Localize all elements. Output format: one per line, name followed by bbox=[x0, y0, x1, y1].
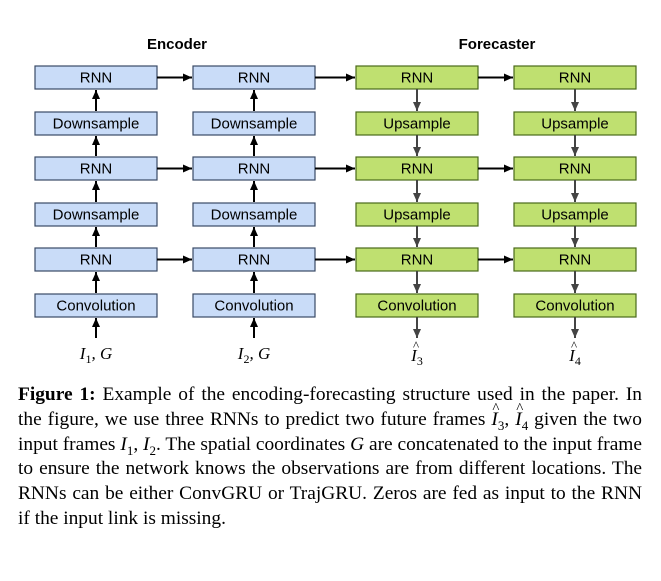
figure-caption: Figure 1: Example of the encoding-foreca… bbox=[18, 383, 642, 532]
box-label: RNN bbox=[80, 70, 113, 87]
sub-3: 3 bbox=[497, 417, 505, 433]
box-label: Convolution bbox=[214, 298, 293, 315]
fc-col1-rnn-box: RNN bbox=[355, 65, 479, 90]
var-g: G bbox=[350, 433, 365, 455]
forecaster-title: Forecaster bbox=[459, 36, 536, 53]
box-label: RNN bbox=[559, 70, 592, 87]
var-i-hat-4: I bbox=[515, 397, 524, 433]
fc-col2-rnn-box: RNN bbox=[513, 156, 637, 181]
enc-col2-rnn-box: RNN bbox=[192, 65, 316, 90]
enc-col1-downsample-box: Downsample bbox=[34, 202, 158, 227]
encoder-title: Encoder bbox=[147, 36, 207, 53]
diagram-boxes: RNNDownsampleRNNDownsampleRNNConvolution… bbox=[34, 65, 637, 318]
box-label: RNN bbox=[559, 161, 592, 178]
fc-col1-convolution-box: Convolution bbox=[355, 293, 479, 318]
enc-col1-convolution-box: Convolution bbox=[34, 293, 158, 318]
enc-col2-convolution-box: Convolution bbox=[192, 293, 316, 318]
box-label: Upsample bbox=[541, 116, 609, 133]
fc-col1-upsample-box: Upsample bbox=[355, 111, 479, 136]
enc-col2-rnn-box: RNN bbox=[192, 247, 316, 272]
diagram-arrows bbox=[92, 73, 579, 338]
caption-comma-1: , bbox=[504, 408, 516, 430]
sub-1: 1 bbox=[126, 442, 134, 458]
box-label: RNN bbox=[401, 70, 434, 87]
box-label: Downsample bbox=[211, 207, 298, 224]
hat-accent: ^ bbox=[571, 338, 577, 353]
caption-text-3: . The spatial coordinates bbox=[156, 433, 351, 455]
caption-text-1: Example of the encoding-forecasting stru… bbox=[18, 384, 642, 430]
box-label: Downsample bbox=[211, 116, 298, 133]
sub-2: 2 bbox=[149, 442, 157, 458]
box-label: Downsample bbox=[53, 116, 140, 133]
box-label: Upsample bbox=[541, 207, 609, 224]
box-label: RNN bbox=[401, 161, 434, 178]
caption-text-2: given the two input frames bbox=[18, 408, 642, 455]
var-i-hat-3: I bbox=[491, 397, 500, 433]
fc-col1-rnn-box: RNN bbox=[355, 247, 479, 272]
box-label: RNN bbox=[401, 252, 434, 269]
forecaster-output-label: I3 bbox=[410, 346, 423, 368]
box-label: Convolution bbox=[56, 298, 135, 315]
encoder-input-label: I2, G bbox=[237, 344, 270, 366]
box-label: RNN bbox=[238, 161, 271, 178]
sub-4: 4 bbox=[521, 417, 529, 433]
hat-accent: ^ bbox=[413, 338, 419, 353]
enc-col1-downsample-box: Downsample bbox=[34, 111, 158, 136]
fc-col2-upsample-box: Upsample bbox=[513, 111, 637, 136]
forecaster-output-label: I4 bbox=[568, 346, 581, 368]
caption-text-4: are concatenated to the input frame to e… bbox=[18, 433, 642, 529]
box-label: RNN bbox=[80, 161, 113, 178]
box-label: Convolution bbox=[377, 298, 456, 315]
box-label: RNN bbox=[559, 252, 592, 269]
fc-col1-rnn-box: RNN bbox=[355, 156, 479, 181]
fc-col2-convolution-box: Convolution bbox=[513, 293, 637, 318]
fc-col2-rnn-box: RNN bbox=[513, 247, 637, 272]
figure-label: Figure 1: bbox=[18, 384, 96, 405]
fc-col1-upsample-box: Upsample bbox=[355, 202, 479, 227]
box-label: Upsample bbox=[383, 116, 451, 133]
encoder-input-label: I1, G bbox=[79, 344, 112, 366]
enc-col1-rnn-box: RNN bbox=[34, 65, 158, 90]
fc-col2-upsample-box: Upsample bbox=[513, 202, 637, 227]
enc-col1-rnn-box: RNN bbox=[34, 247, 158, 272]
box-label: Convolution bbox=[535, 298, 614, 315]
box-label: RNN bbox=[238, 70, 271, 87]
enc-col2-downsample-box: Downsample bbox=[192, 202, 316, 227]
box-label: RNN bbox=[238, 252, 271, 269]
caption-comma-2: , bbox=[133, 433, 144, 455]
box-label: Downsample bbox=[53, 207, 140, 224]
enc-col1-rnn-box: RNN bbox=[34, 156, 158, 181]
var-i-1: I bbox=[120, 433, 127, 455]
var-i-2: I bbox=[143, 433, 150, 455]
fc-col2-rnn-box: RNN bbox=[513, 65, 637, 90]
enc-col2-rnn-box: RNN bbox=[192, 156, 316, 181]
encoder-forecaster-diagram: Encoder Forecaster RNNDownsampleRNNDowns… bbox=[34, 36, 637, 368]
box-label: RNN bbox=[80, 252, 113, 269]
enc-col2-downsample-box: Downsample bbox=[192, 111, 316, 136]
box-label: Upsample bbox=[383, 207, 451, 224]
